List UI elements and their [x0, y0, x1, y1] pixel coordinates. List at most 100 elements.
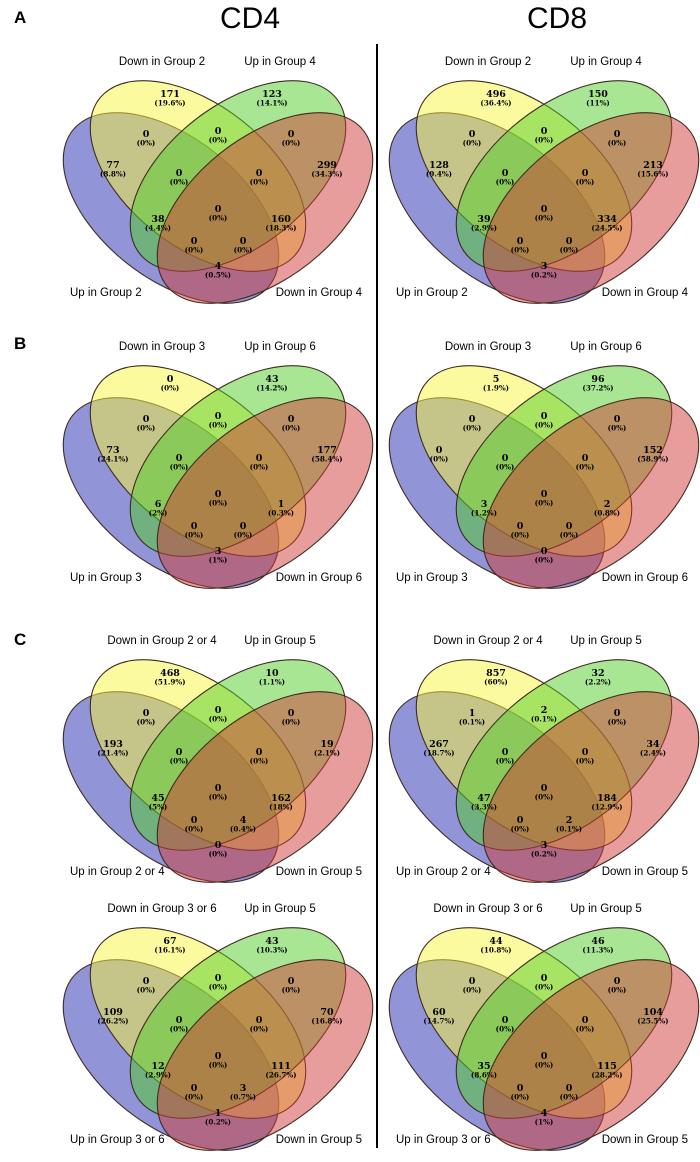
region-blue-yellow: 1(0.1%)	[459, 708, 485, 727]
region-yellow-green-red: 0(0%)	[576, 453, 595, 472]
region-green-red: 0(0%)	[282, 414, 301, 433]
venn-a-cd4: 171(19.6%) 123(14.1%) 77(8.8%) 299(34.3%) 0(…	[40, 56, 374, 315]
venn-ellipse-red	[118, 657, 412, 917]
region-blue-red: 0(0%)	[535, 546, 554, 565]
region-blue-yellow: 0(0%)	[463, 976, 482, 995]
venn-a-cd8: 496(36.4%)150(11%)128(9.4%)213(15.6%)0(0…	[366, 56, 700, 315]
region-yellow-red: 160(18.3%)	[265, 214, 296, 233]
region-blue-green-red: 2(0.1%)	[556, 815, 582, 834]
region-blue-red: 3(1%)	[209, 546, 228, 565]
set-label-bottom-right: Down in Group 4	[276, 287, 363, 299]
region-only-yellow: 496(36.4%)	[480, 89, 511, 108]
region-only-red: 213(15.6%)	[637, 160, 668, 179]
venn-ellipse-red	[444, 78, 700, 338]
set-label-bottom-right: Down in Group 4	[602, 287, 689, 299]
region-only-blue: 73(24.1%)	[97, 445, 128, 464]
set-label-bottom-right: Down in Group 5	[602, 866, 688, 878]
column-header-cd4: CD4	[219, 2, 281, 35]
set-label-top-left: Down in Group 3	[445, 341, 531, 353]
region-only-blue: 109(26.2%)	[97, 1007, 128, 1026]
region-only-yellow: 67(16.1%)	[154, 936, 185, 955]
region-only-yellow: 468(51.9%)	[154, 668, 185, 687]
region-yellow-green-red: 0(0%)	[576, 168, 595, 187]
region-green-red: 0(0%)	[282, 129, 301, 148]
region-blue-yellow-red: 0(0%)	[511, 815, 530, 834]
region-yellow-red: 1(0.3%)	[268, 499, 294, 518]
region-blue-yellow-green: 0(0%)	[496, 747, 515, 766]
region-blue-green-red: 0(0%)	[560, 1083, 579, 1102]
region-yellow-green: 0(0%)	[209, 126, 228, 145]
region-yellow-red: 2(0.8%)	[594, 499, 620, 518]
region-yellow-green: 0(0%)	[535, 973, 554, 992]
set-label-bottom-left: Up in Group 3	[396, 572, 468, 584]
set-label-top-left: Down in Group 2 or 4	[107, 635, 217, 647]
set-label-top-left: Down in Group 3 or 6	[107, 903, 216, 915]
region-yellow-green: 2(0.1%)	[531, 705, 557, 724]
set-label-top-right: Up in Group 6	[244, 341, 316, 353]
venn-ellipse-red	[444, 925, 700, 1162]
region-only-red: 299(34.3%)	[311, 160, 342, 179]
region-blue-yellow: 0(0%)	[137, 976, 156, 995]
region-blue-yellow: 0(0%)	[463, 414, 482, 433]
region-all-four: 0(0%)	[535, 489, 554, 508]
region-all-four: 0(0%)	[209, 783, 228, 802]
region-yellow-green: 0(0%)	[535, 126, 554, 145]
region-blue-yellow-green: 0(0%)	[170, 747, 189, 766]
region-only-blue: 267(18.7%)	[423, 739, 454, 758]
region-only-blue: 60(14.7%)	[423, 1007, 454, 1026]
set-label-bottom-right: Down in Group 5	[276, 1134, 362, 1146]
region-blue-green-red: 4(0.4%)	[230, 815, 256, 834]
panel-label-a: A	[14, 8, 27, 27]
region-yellow-green-red: 0(0%)	[576, 747, 595, 766]
region-blue-red: 4(0.5%)	[205, 261, 231, 280]
region-blue-yellow-red: 0(0%)	[185, 521, 204, 540]
region-blue-green: 35(8.6%)	[471, 1061, 497, 1080]
venn-ellipse-red	[118, 925, 412, 1162]
set-label-top-left: Down in Group 2 or 4	[433, 635, 543, 647]
region-blue-yellow-red: 0(0%)	[511, 1083, 530, 1102]
region-all-four: 0(0%)	[209, 204, 228, 223]
region-only-green: 123(14.1%)	[256, 89, 287, 108]
region-yellow-red: 162(18%)	[269, 793, 293, 812]
region-blue-yellow-red: 0(0%)	[185, 1083, 204, 1102]
region-blue-green: 12(2.9%)	[145, 1061, 171, 1080]
region-green-red: 0(0%)	[608, 708, 627, 727]
region-all-four: 0(0%)	[535, 783, 554, 802]
venn-c2-cd4: 67(16.1%)43(10.3%)109(26.2%)70(16.8%)0(0…	[40, 903, 374, 1162]
region-blue-yellow: 0(0%)	[463, 129, 482, 148]
region-green-red: 0(0%)	[608, 129, 627, 148]
set-label-bottom-left: Up in Group 2	[70, 287, 142, 299]
region-only-blue: 77(8.8%)	[100, 160, 126, 179]
region-yellow-green: 0(0%)	[209, 705, 228, 724]
set-label-top-left: Down in Group 2	[445, 56, 531, 68]
region-blue-yellow-red: 0(0%)	[511, 236, 530, 255]
region-only-yellow: 171(19.6%)	[154, 89, 185, 108]
set-label-top-right: Up in Group 6	[570, 341, 642, 353]
region-yellow-red: 115(28.2%)	[591, 1061, 622, 1080]
region-blue-yellow-green: 0(0%)	[496, 168, 515, 187]
panel-label-c: C	[14, 630, 27, 649]
region-yellow-green: 0(0%)	[209, 973, 228, 992]
region-blue-yellow-green: 0(0%)	[170, 453, 189, 472]
set-label-top-left: Down in Group 3 or 6	[433, 903, 542, 915]
region-blue-yellow-green: 0(0%)	[170, 168, 189, 187]
set-label-bottom-left: Up in Group 3 or 6	[70, 1134, 165, 1146]
region-green-red: 0(0%)	[608, 414, 627, 433]
region-blue-green: 47(3.3%)	[471, 793, 497, 812]
set-label-top-right: Up in Group 4	[570, 56, 642, 68]
set-label-bottom-right: Down in Group 6	[602, 572, 688, 584]
region-blue-green: 38(4.4%)	[145, 214, 171, 233]
set-label-top-right: Up in Group 5	[570, 903, 642, 915]
region-yellow-red: 184(12.9%)	[591, 793, 622, 812]
set-label-bottom-left: Up in Group 2	[396, 287, 468, 299]
region-yellow-red: 111(26.7%)	[265, 1061, 296, 1080]
region-only-yellow: 44(10.8%)	[480, 936, 511, 955]
region-blue-red: 4(1%)	[535, 1108, 554, 1127]
set-label-top-left: Down in Group 2	[119, 56, 205, 68]
venn-c1-cd4: 468(51.9%)10(1.1%)193(21.4%)19(2.1%)0(0%…	[40, 635, 374, 894]
set-label-bottom-left: Up in Group 3 or 6	[396, 1134, 491, 1146]
region-blue-yellow: 0(0%)	[137, 414, 156, 433]
venn-c1-cd8: 857(60%)32(2.2%)267(18.7%)34(2.4%)1(0.1%…	[366, 635, 700, 894]
region-only-red: 152(58.9%)	[637, 445, 668, 464]
region-blue-yellow: 0(0%)	[137, 129, 156, 148]
